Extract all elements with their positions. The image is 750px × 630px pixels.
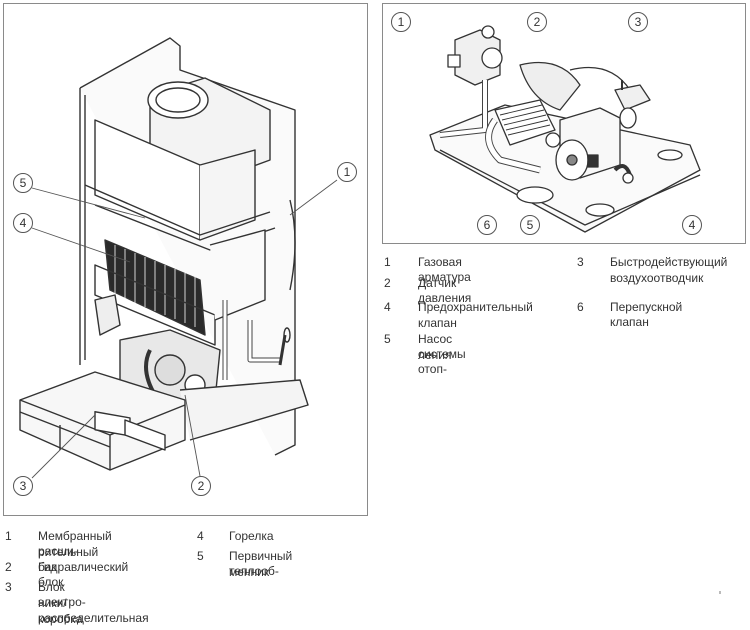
callout-3-control-box: 3 xyxy=(13,476,33,496)
legend-number: 4 xyxy=(197,529,204,543)
callout-5-heating-pump: 5 xyxy=(520,215,540,235)
legend-text: рительный бак xyxy=(38,545,99,574)
callout-4-burner: 4 xyxy=(13,213,33,233)
legend-text: Перепускной клапан xyxy=(610,300,683,329)
callout-5-heat-exchanger: 5 xyxy=(13,173,33,193)
legend-number: 5 xyxy=(384,332,391,346)
callout-1-gas-valve: 1 xyxy=(391,12,411,32)
legend-text: ники/распределительная xyxy=(38,596,149,625)
legend-text: Насос системы отоп- xyxy=(418,332,466,376)
legend-text: Горелка xyxy=(229,529,274,543)
callout-1-expansion-tank: 1 xyxy=(337,162,357,182)
legend-number: 1 xyxy=(5,529,12,543)
legend-text: клапан xyxy=(418,316,457,330)
legend-text: Предохранительный xyxy=(418,300,533,314)
callout-6-bypass-valve: 6 xyxy=(477,215,497,235)
callout-2-pressure-sensor: 2 xyxy=(527,12,547,32)
legend-text: Мембранный расши- xyxy=(38,529,112,558)
legend-text: ления xyxy=(418,348,452,362)
legend-text: коробка xyxy=(38,612,83,626)
legend-number: 3 xyxy=(5,580,12,594)
legend-number: 2 xyxy=(384,276,391,290)
legend-number: 5 xyxy=(197,549,204,563)
legend-text: Первичный теплооб- xyxy=(229,549,293,578)
callout-4-safety-valve: 4 xyxy=(682,215,702,235)
legend-text: Блок электро- xyxy=(38,580,86,609)
callout-2-hydraulic-block: 2 xyxy=(191,476,211,496)
legend-text: Быстродействующий xyxy=(610,255,728,269)
legend-text: Датчик давления xyxy=(418,276,472,305)
legend-text: Газовая арматура xyxy=(418,255,471,284)
legend-text: менник xyxy=(229,565,270,579)
legend-text: воздухоотводчик xyxy=(610,271,704,285)
stray-mark xyxy=(719,591,721,594)
legend-number: 2 xyxy=(5,560,12,574)
legend-number: 4 xyxy=(384,300,391,314)
legend-text: Гидравлический блок xyxy=(38,560,129,589)
legend-number: 1 xyxy=(384,255,391,269)
legend-number: 3 xyxy=(577,255,584,269)
legend-number: 6 xyxy=(577,300,584,314)
callout-3-air-vent: 3 xyxy=(628,12,648,32)
